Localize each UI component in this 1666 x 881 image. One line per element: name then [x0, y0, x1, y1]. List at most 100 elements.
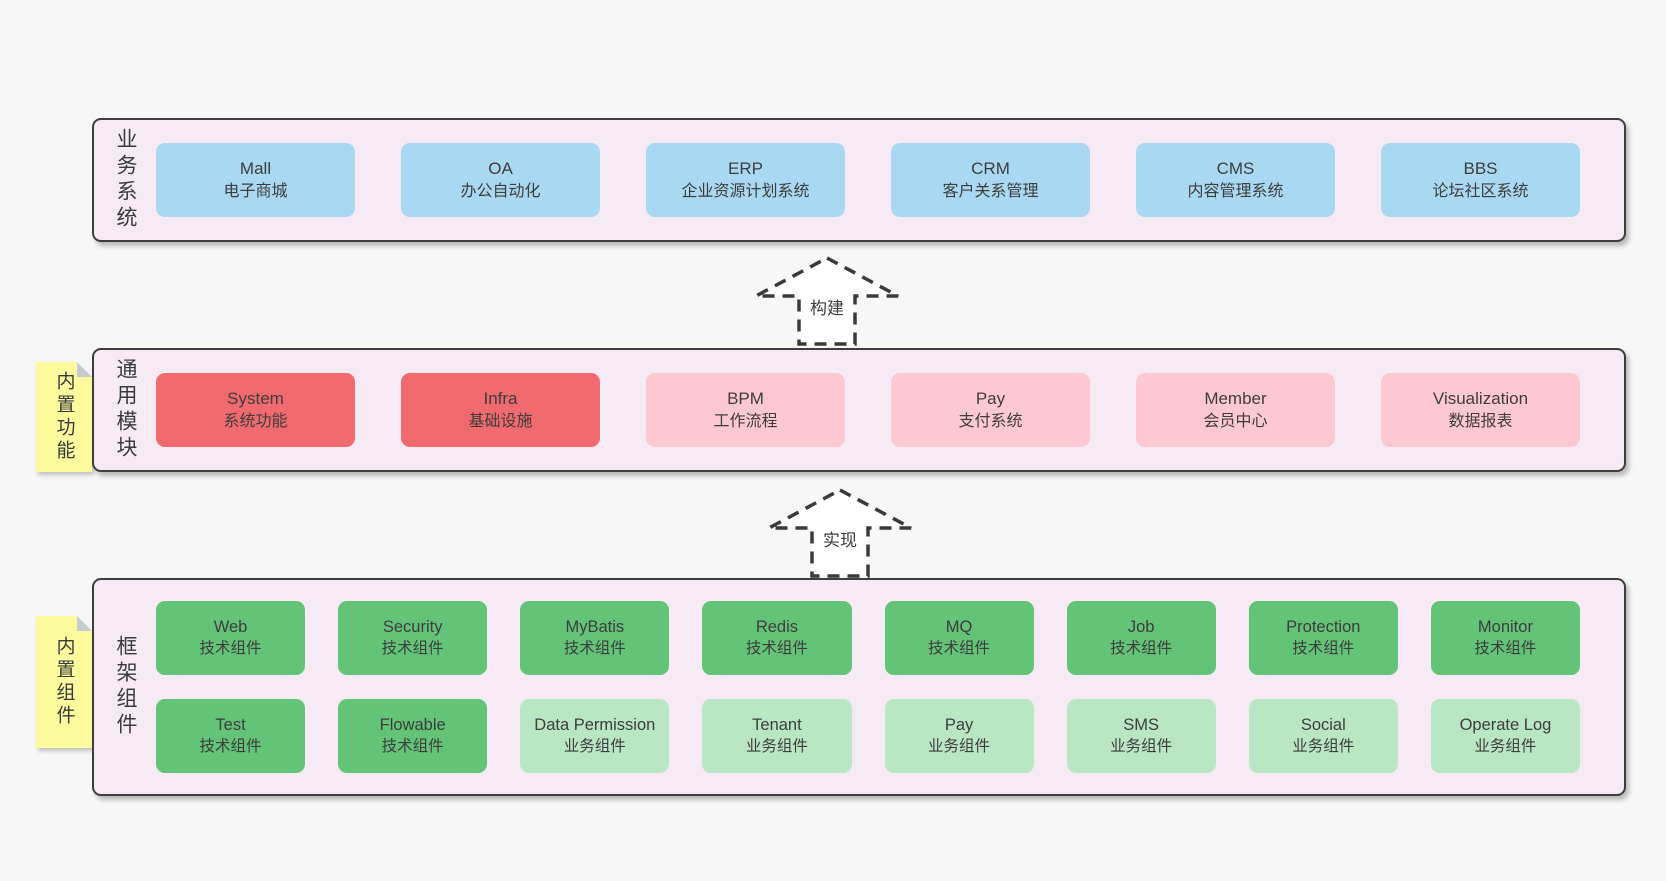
box-subtitle: 会员中心 — [1203, 412, 1268, 430]
box-tenant: Tenant 业务组件 — [702, 699, 852, 773]
box-flowable: Flowable 技术组件 — [338, 699, 488, 773]
box-title: Test — [215, 715, 246, 734]
box-social: Social 业务组件 — [1248, 699, 1398, 773]
box-subtitle: 技术组件 — [1110, 639, 1173, 657]
box-subtitle: 技术组件 — [1292, 639, 1355, 657]
box-subtitle: 电子商城 — [223, 182, 288, 200]
arrow-build-label: 构建 — [807, 294, 847, 319]
box-title: Flowable — [379, 715, 446, 734]
box-web: Web 技术组件 — [156, 601, 306, 675]
band-business-systems-boxes: Mall 电子商城 OA 办公自动化 ERP 企业资源计划系统 CRM 客户关系… — [146, 120, 1624, 240]
sticky-note-text: 内置功能 — [53, 371, 75, 463]
band-framework-components-boxes: Web 技术组件 Security 技术组件 MyBatis 技术组件 Redi… — [146, 580, 1624, 794]
arrow-implement: 实现 — [765, 486, 915, 580]
band-label-framework-components: 框架组件 — [114, 635, 137, 739]
box-bpm: BPM 工作流程 — [646, 373, 845, 447]
box-pay-component: Pay 业务组件 — [884, 699, 1034, 773]
box-mq: MQ 技术组件 — [884, 601, 1034, 675]
box-mall: Mall 电子商城 — [156, 143, 355, 217]
band-common-modules: 通用模块 System 系统功能 Infra 基础设施 BPM 工作流程 Pay… — [92, 348, 1626, 472]
box-title: MyBatis — [565, 617, 625, 636]
box-subtitle: 客户关系管理 — [942, 182, 1039, 200]
box-sms: SMS 业务组件 — [1066, 699, 1216, 773]
box-data-permission: Data Permission 业务组件 — [520, 699, 670, 773]
box-title: Pay — [944, 715, 974, 734]
box-subtitle: 支付系统 — [958, 412, 1023, 430]
folded-corner-icon — [77, 616, 92, 631]
box-system: System 系统功能 — [156, 373, 355, 447]
box-subtitle: 业务组件 — [1474, 737, 1537, 755]
arrow-implement-label: 实现 — [820, 526, 860, 551]
box-erp: ERP 企业资源计划系统 — [646, 143, 845, 217]
box-job: Job 技术组件 — [1066, 601, 1216, 675]
box-bbs: BBS 论坛社区系统 — [1381, 143, 1580, 217]
arrow-build: 构建 — [752, 254, 902, 348]
box-subtitle: 数据报表 — [1448, 412, 1513, 430]
box-mybatis: MyBatis 技术组件 — [520, 601, 670, 675]
box-member: Member 会员中心 — [1136, 373, 1335, 447]
band-common-modules-boxes: System 系统功能 Infra 基础设施 BPM 工作流程 Pay 支付系统… — [146, 350, 1624, 470]
band-framework-components: 框架组件 Web 技术组件 Security 技术组件 MyBatis 技术组件… — [92, 578, 1626, 796]
box-subtitle: 技术组件 — [381, 737, 444, 755]
box-cms: CMS 内容管理系统 — [1136, 143, 1335, 217]
box-crm: CRM 客户关系管理 — [891, 143, 1090, 217]
folded-corner-icon — [77, 362, 92, 377]
box-monitor: Monitor 技术组件 — [1430, 601, 1580, 675]
band-business-systems: 业务系统 Mall 电子商城 OA 办公自动化 ERP 企业资源计划系统 CRM… — [92, 118, 1626, 242]
box-subtitle: 业务组件 — [563, 737, 626, 755]
box-subtitle: 业务组件 — [745, 737, 808, 755]
box-subtitle: 办公自动化 — [460, 182, 541, 200]
box-title: Tenant — [752, 715, 802, 734]
box-title: SMS — [1123, 715, 1160, 734]
box-title: Visualization — [1432, 389, 1529, 409]
box-title: Operate Log — [1459, 715, 1552, 734]
box-title: ERP — [728, 159, 763, 179]
box-title: Job — [1127, 617, 1155, 636]
box-subtitle: 技术组件 — [199, 737, 262, 755]
box-visualization: Visualization 数据报表 — [1381, 373, 1580, 447]
sticky-note-built-in-features: 内置功能 — [36, 362, 92, 472]
box-title: Redis — [755, 617, 799, 636]
box-subtitle: 业务组件 — [1292, 737, 1355, 755]
box-protection: Protection 技术组件 — [1248, 601, 1398, 675]
box-subtitle: 企业资源计划系统 — [681, 182, 810, 200]
box-title: Security — [382, 617, 443, 636]
box-infra: Infra 基础设施 — [401, 373, 600, 447]
box-subtitle: 技术组件 — [381, 639, 444, 657]
box-subtitle: 内容管理系统 — [1187, 182, 1284, 200]
box-oa: OA 办公自动化 — [401, 143, 600, 217]
box-title: Mall — [239, 159, 272, 179]
box-title: System — [227, 389, 284, 409]
sticky-note-built-in-components: 内置组件 — [36, 616, 92, 748]
box-subtitle: 技术组件 — [1474, 639, 1537, 657]
box-title: MQ — [945, 617, 973, 636]
box-title: OA — [488, 159, 513, 179]
box-subtitle: 工作流程 — [713, 412, 778, 430]
box-title: BBS — [1463, 159, 1498, 179]
box-redis: Redis 技术组件 — [702, 601, 852, 675]
box-title: Data Permission — [534, 715, 656, 734]
box-title: Web — [213, 617, 248, 636]
box-subtitle: 基础设施 — [468, 412, 533, 430]
box-subtitle: 系统功能 — [223, 412, 288, 430]
box-title: Pay — [975, 389, 1006, 409]
box-security: Security 技术组件 — [338, 601, 488, 675]
band-label-business-systems: 业务系统 — [114, 128, 137, 232]
box-title: Infra — [483, 389, 518, 409]
box-subtitle: 论坛社区系统 — [1432, 182, 1529, 200]
box-subtitle: 技术组件 — [563, 639, 626, 657]
box-title: CMS — [1216, 159, 1255, 179]
box-subtitle: 技术组件 — [745, 639, 808, 657]
band-label-common-modules: 通用模块 — [114, 358, 137, 462]
box-subtitle: 技术组件 — [199, 639, 262, 657]
box-operate-log: Operate Log 业务组件 — [1430, 699, 1580, 773]
box-subtitle: 业务组件 — [928, 737, 991, 755]
box-title: Member — [1204, 389, 1267, 409]
box-title: BPM — [727, 389, 764, 409]
box-title: Monitor — [1477, 617, 1533, 636]
box-title: Protection — [1286, 617, 1361, 636]
box-pay-module: Pay 支付系统 — [891, 373, 1090, 447]
box-test: Test 技术组件 — [156, 699, 306, 773]
box-title: CRM — [971, 159, 1010, 179]
